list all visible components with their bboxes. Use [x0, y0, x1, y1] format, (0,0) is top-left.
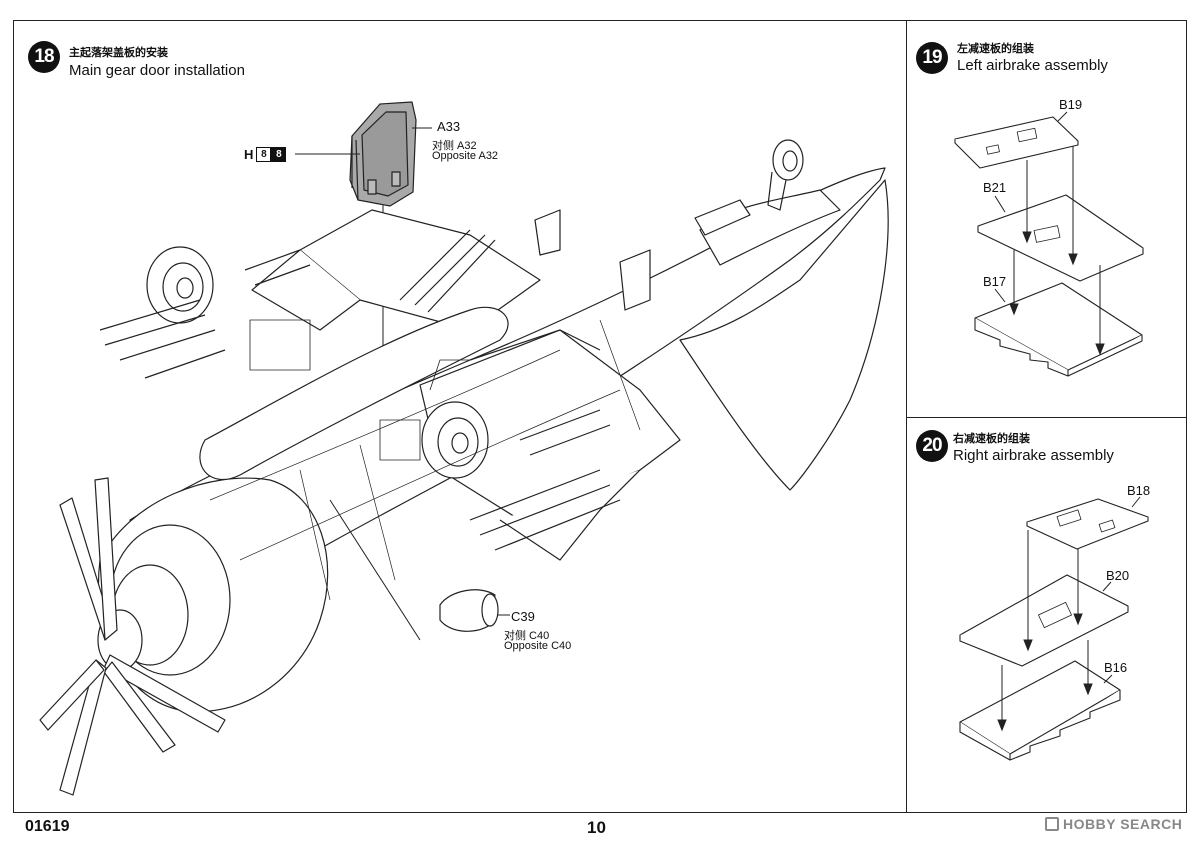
page-number: 10 [587, 818, 606, 837]
step-number-badge: 20 [916, 430, 948, 462]
step-number-badge: 19 [916, 42, 948, 74]
step-title-en: Main gear door installation [69, 62, 245, 79]
part-label-b21: B21 [983, 180, 1007, 195]
aircraft-drawing [39, 101, 889, 796]
step-title-en: Left airbrake assembly [957, 57, 1108, 74]
kit-number: 01619 [25, 818, 70, 835]
step-number-badge: 18 [28, 41, 60, 73]
step20-panel [906, 417, 1187, 813]
part-label-a33: A33 [437, 119, 461, 134]
paint-code-box: 8 [256, 147, 272, 162]
watermark-text: HOBBY SEARCH [1045, 816, 1182, 832]
step-title-cn: 主起落架盖板的安装 [69, 46, 168, 59]
paint-code-letter: H [244, 147, 254, 162]
part-opposite-en: Opposite C40 [504, 640, 572, 652]
paint-code-box: 8 [271, 147, 287, 162]
part-label-b17: B17 [983, 274, 1007, 289]
part-opposite-cn: 对侧 A32 [432, 140, 477, 152]
part-opposite-cn: 对侧 C40 [504, 630, 550, 642]
part-label-b16: B16 [1104, 660, 1128, 675]
part-opposite-en: Opposite A32 [432, 150, 499, 162]
watermark-label: HOBBY SEARCH [1063, 816, 1183, 832]
watermark-logo-icon [1045, 817, 1059, 831]
part-label-b19: B19 [1059, 97, 1083, 112]
part-label-b20: B20 [1106, 568, 1130, 583]
part-label-b18: B18 [1127, 483, 1151, 498]
step-title-cn: 右减速板的组装 [953, 432, 1030, 445]
step-title-cn: 左减速板的组装 [957, 42, 1034, 55]
paint-code-badge: H 8 8 [244, 147, 287, 162]
part-label-c39: C39 [511, 609, 535, 624]
step-title-en: Right airbrake assembly [953, 447, 1114, 464]
